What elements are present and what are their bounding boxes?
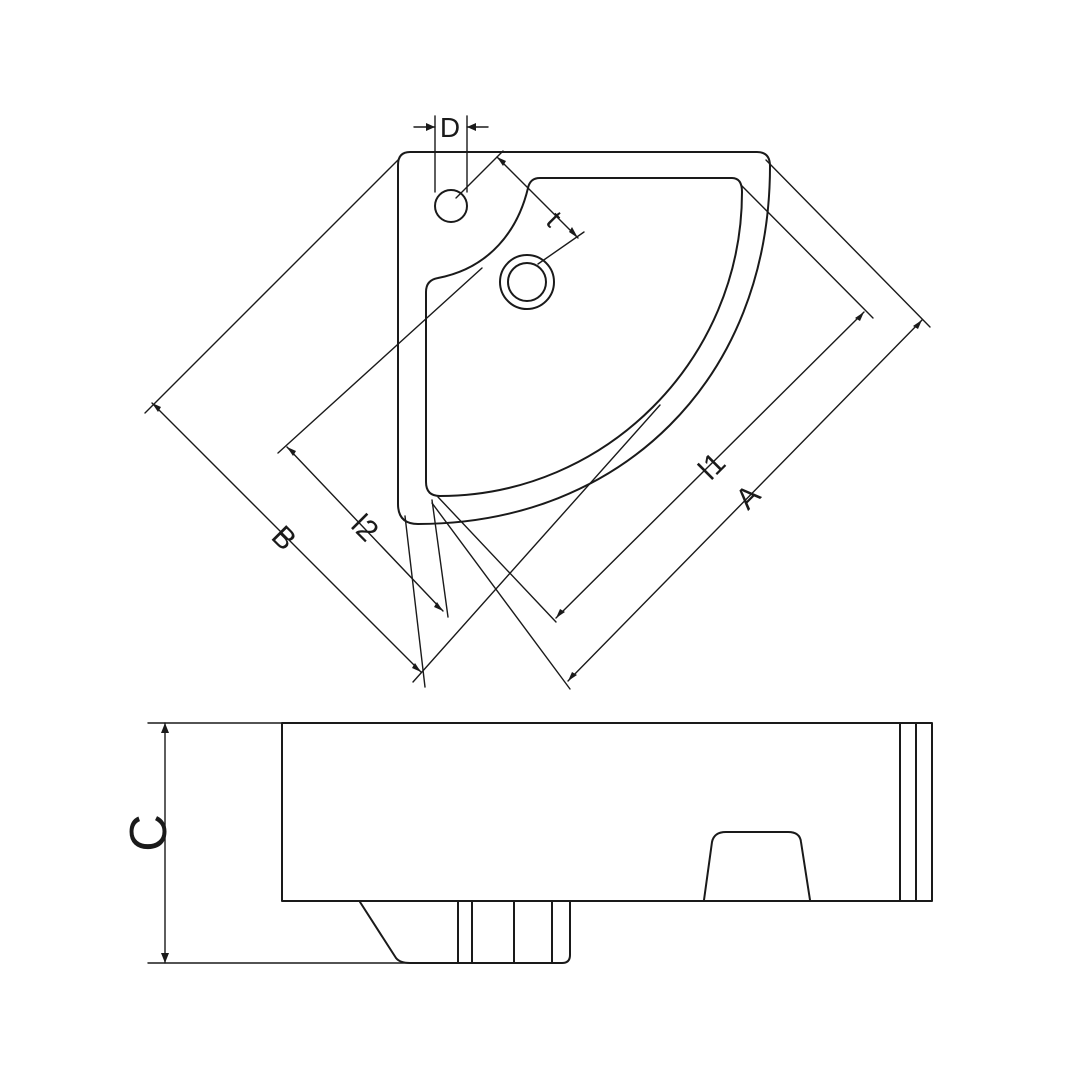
drain-pipe — [359, 901, 571, 964]
dimension-C: C — [120, 722, 411, 964]
dimension-D: D — [413, 112, 489, 193]
dimension-D-label: D — [440, 112, 460, 143]
dimension-B: B — [144, 159, 426, 688]
dimension-B-label: B — [265, 520, 302, 557]
construction-line — [437, 496, 557, 623]
tap-hole — [434, 189, 468, 223]
dimension-t-label: t — [540, 205, 568, 233]
dimension-l1-label: l1 — [692, 446, 732, 486]
construction-line — [412, 404, 661, 683]
bowl-inner-outline — [425, 177, 743, 497]
basin-body-side — [281, 722, 933, 902]
basin-outer-outline — [397, 151, 771, 525]
construction-line — [431, 502, 571, 690]
front-view: C — [120, 722, 933, 964]
dimension-C-label: C — [120, 814, 178, 852]
dimension-A: A — [567, 159, 931, 682]
dimension-t: t — [455, 150, 585, 265]
dimension-l2: l2 — [277, 267, 483, 618]
dimension-l1: l1 — [555, 185, 874, 619]
drain — [499, 254, 555, 310]
overflow-bump — [703, 831, 811, 901]
top-view: D t B l2 — [144, 112, 931, 690]
